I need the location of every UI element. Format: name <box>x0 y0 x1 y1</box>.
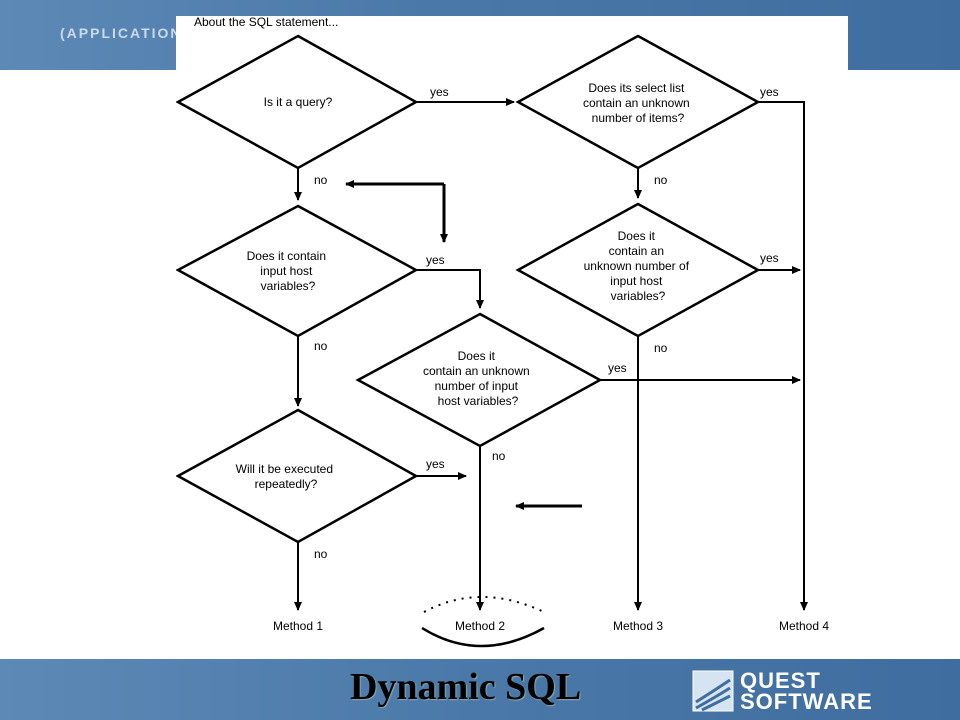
quest-software-logo: QUEST SOFTWARE <box>692 668 922 716</box>
unknown-input-left-text: Does it contain an unknown number of inp… <box>423 349 533 408</box>
label-no-6: no <box>654 341 668 355</box>
select-list-text: Does its select list contain an unknown … <box>583 81 693 125</box>
method-2-label: Method 2 <box>455 619 505 633</box>
method-2-highlight-solid <box>421 626 545 648</box>
label-no-3: no <box>314 547 328 561</box>
decision-executed-repeatedly <box>176 408 419 544</box>
method-2-highlight-dashed <box>423 596 545 613</box>
label-yes-4: yes <box>608 361 627 375</box>
logo-text-quest: QUEST <box>740 668 821 693</box>
flowchart-svg: About the SQL statement... Is it a query… <box>176 16 829 648</box>
flowchart-diagram: About the SQL statement... Is it a query… <box>176 16 848 656</box>
label-yes-5: yes <box>760 85 779 99</box>
diagram-heading: About the SQL statement... <box>194 16 338 29</box>
label-no-4: no <box>492 449 506 463</box>
quest-logo-icon <box>692 670 734 712</box>
label-yes-6: yes <box>760 251 779 265</box>
label-yes-3: yes <box>426 457 445 471</box>
label-no-2: no <box>314 339 328 353</box>
label-no-5: no <box>654 173 668 187</box>
label-yes-1: yes <box>430 85 449 99</box>
is-query-text: Is it a query? <box>264 95 333 109</box>
annotation-arrows <box>345 180 582 510</box>
method-1-label: Method 1 <box>273 619 323 633</box>
executed-repeatedly-text: Will it be executed repeatedly? <box>236 462 337 491</box>
logo-text-software: SOFTWARE <box>740 689 873 714</box>
connectors <box>294 98 808 611</box>
application-label: (APPLICATION <box>60 25 183 41</box>
method-4-label: Method 4 <box>779 619 829 633</box>
method-3-label: Method 3 <box>613 619 663 633</box>
bottom-banner <box>0 659 960 720</box>
unknown-input-right-text: Does it contain an unknown number of inp… <box>584 229 693 303</box>
label-yes-2: yes <box>426 253 445 267</box>
contains-host-vars-text: Does it contain input host variables? <box>247 249 330 293</box>
label-no-1: no <box>314 173 328 187</box>
slide-title: Dynamic SQL <box>350 666 582 708</box>
